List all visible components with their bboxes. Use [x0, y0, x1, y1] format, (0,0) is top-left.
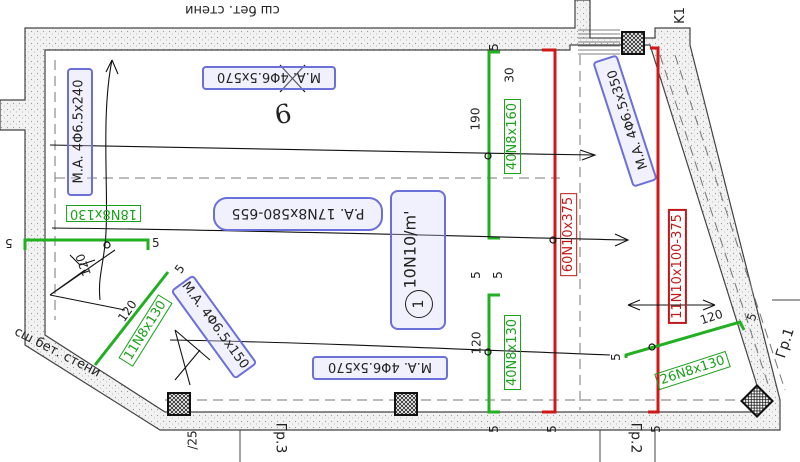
ra-center-label: P.A. 17N8x580-655 — [231, 205, 365, 221]
ma-bottom-box — [312, 356, 448, 380]
grid-label-gr3: Гр.3 — [272, 422, 289, 454]
n11-right-label: 11N10x100-375 — [667, 209, 687, 324]
dashed-lines — [54, 54, 786, 410]
n10-box — [390, 190, 446, 330]
top-wall-label: сш бет. стени — [185, 2, 280, 17]
slope-label: /25 — [185, 430, 200, 450]
dim-5-e: 5 — [544, 425, 559, 433]
n10-circle-label: 1 — [405, 290, 433, 318]
n40-top-label: 40N8x160 — [504, 98, 522, 175]
ma-bottom-label: M.A. 4Φ6.5x570 — [328, 359, 432, 374]
ma-top-box — [202, 66, 336, 90]
dim-120: 120 — [469, 331, 484, 355]
stairs — [578, 29, 620, 55]
columns — [167, 31, 774, 418]
hand-dots — [103, 152, 656, 356]
ma-top-left-label: M.A. 4Φ6.5x240 — [71, 79, 87, 184]
ma-top-left-box — [67, 68, 93, 196]
ma-top-label: M.A. 4Φ6.5x570 — [217, 69, 321, 84]
dim-5-h: 5 — [152, 236, 160, 250]
n40-bottom-label: 40N8x130 — [504, 314, 522, 391]
grid-label-gr2: Гр.2 — [627, 422, 644, 454]
red-bars — [542, 46, 660, 414]
dim-190: 190 — [468, 107, 483, 131]
dim-5-d: 5 — [486, 425, 501, 433]
ra-center-box — [213, 197, 383, 231]
dim-5-f: 5 — [648, 425, 663, 433]
grid-axes — [239, 299, 800, 462]
dim-30: 30 — [502, 67, 517, 83]
k1-label: K1 — [672, 7, 688, 24]
dim-5-b: 5 — [468, 271, 483, 279]
dim-5-c: 5 — [490, 271, 505, 279]
dim-5-g: 5 — [5, 236, 13, 250]
dim-5-a: 5 — [486, 43, 501, 51]
green-bars — [23, 50, 746, 414]
n18-label: 18N8x130 — [66, 205, 142, 222]
n60-label: 60N10x375 — [560, 192, 578, 277]
hand-arrows — [49, 59, 716, 386]
dim-5-j: 5 — [608, 353, 623, 361]
cross-mark — [279, 64, 306, 93]
